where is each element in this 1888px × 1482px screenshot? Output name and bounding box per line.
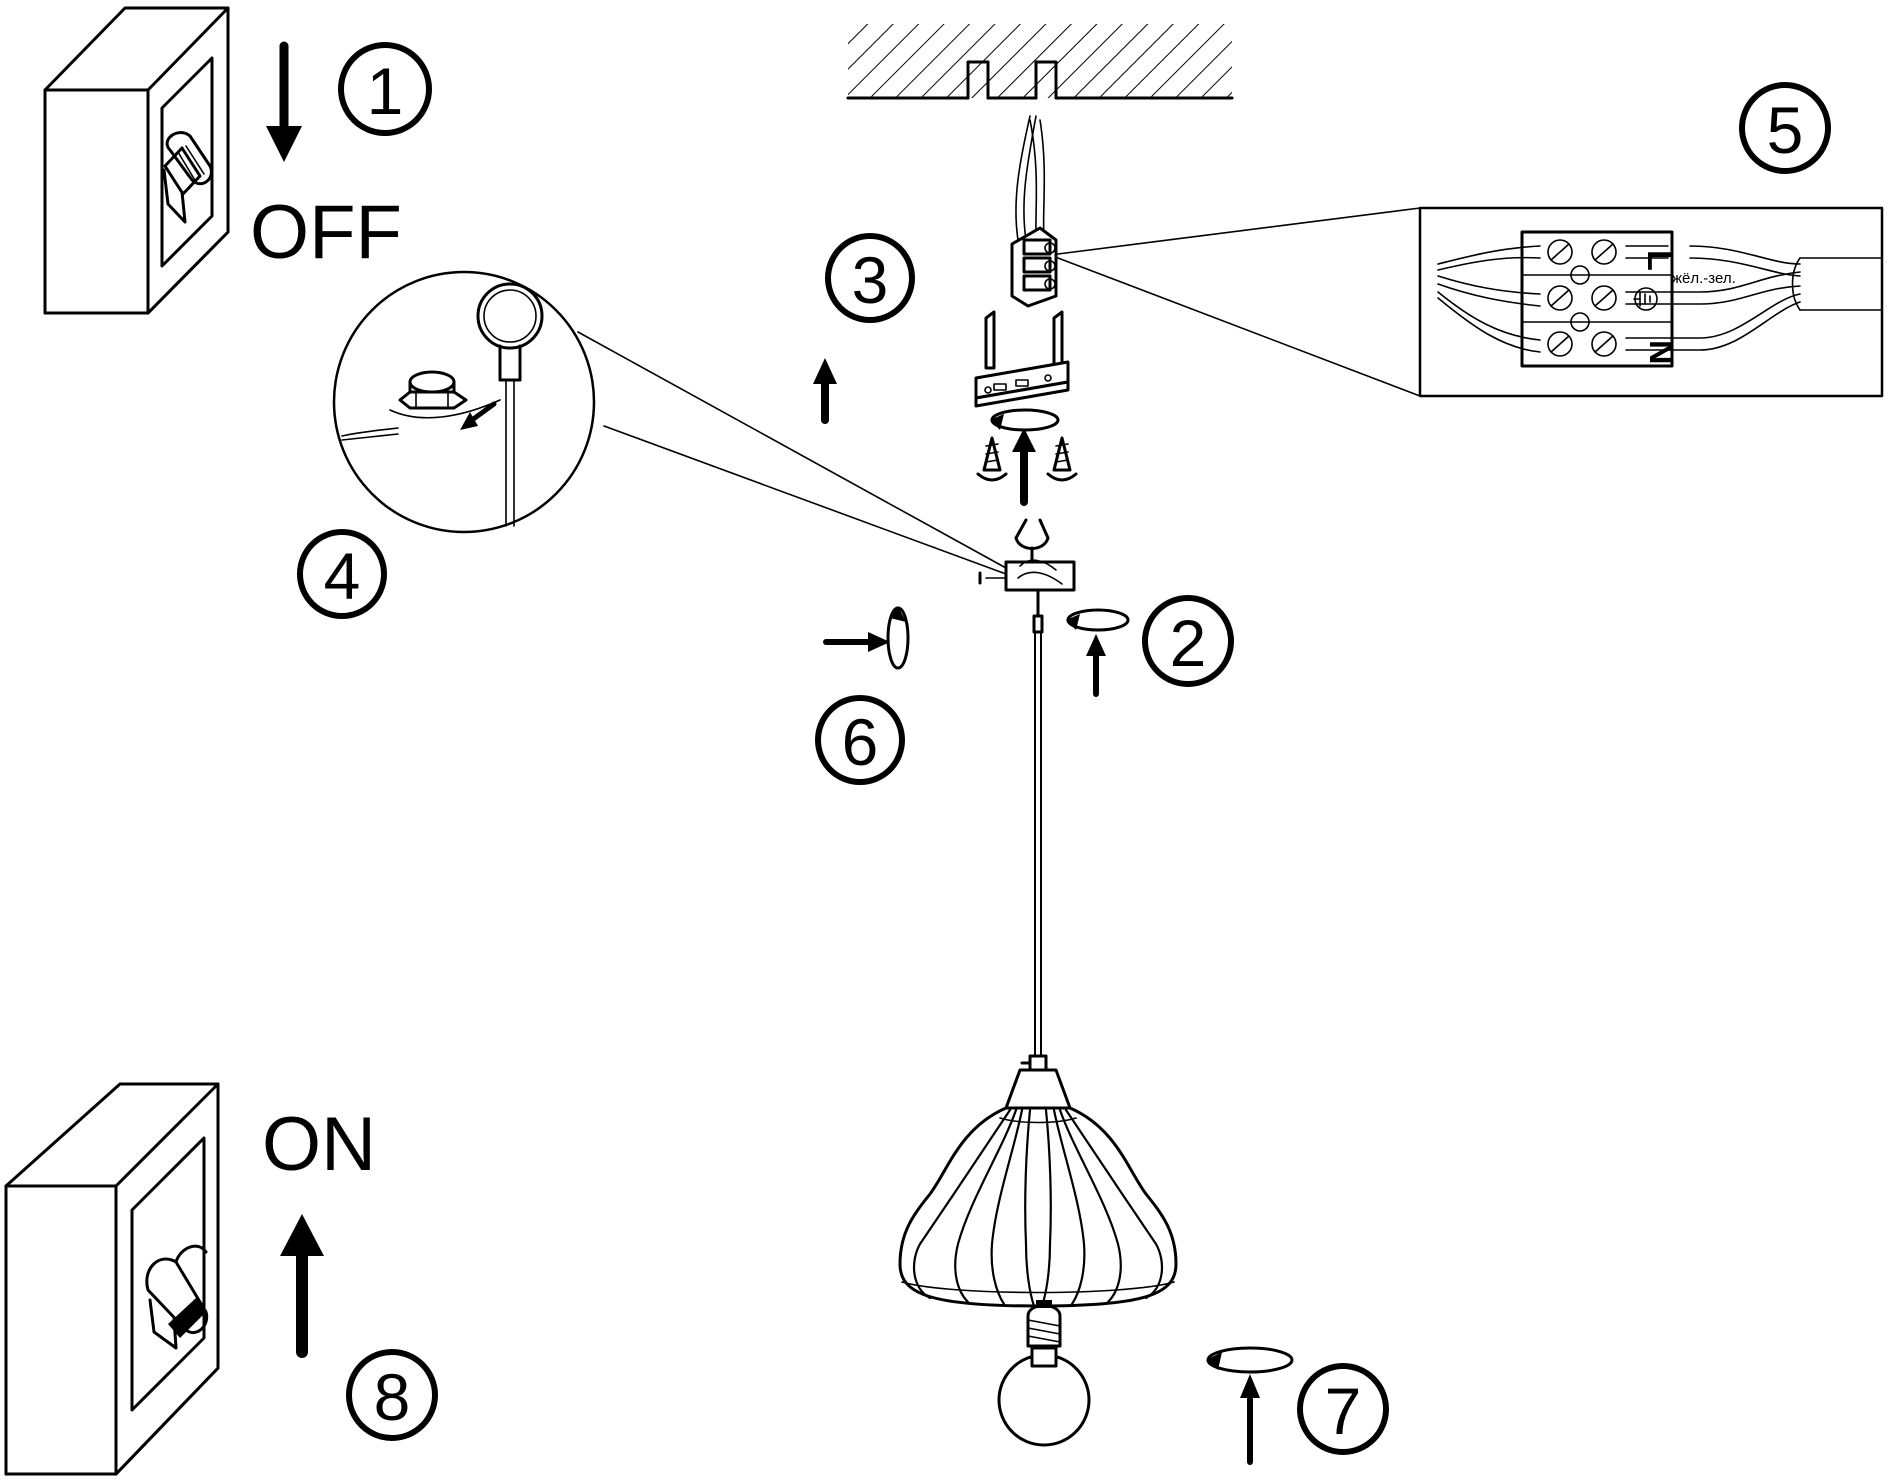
canopy-icon (978, 518, 1076, 634)
up-arrow-icon (1012, 428, 1036, 506)
terminal-label-n: N (1642, 340, 1680, 365)
up-arrow-icon (813, 358, 837, 424)
step-4-number: 4 (324, 539, 361, 613)
step-6-number: 6 (842, 705, 879, 779)
rotate-arrow-icon (1206, 1346, 1294, 1374)
down-arrow-icon (266, 41, 302, 162)
ground-wire-label: жёл.-зел. (1672, 270, 1736, 287)
ceiling-wires-icon (1015, 115, 1046, 241)
up-arrow-icon (280, 1214, 324, 1358)
lamp-shade-icon (898, 1054, 1178, 1308)
rotate-arrow-icon (886, 606, 910, 670)
right-arrow-icon (823, 632, 890, 652)
mounting-bar-icon (974, 310, 1070, 408)
up-arrow-icon (1086, 634, 1106, 697)
step-1-badge: 1 (338, 42, 432, 136)
step-8-badge: 8 (346, 1349, 438, 1441)
step-3-badge: 3 (825, 233, 915, 323)
step-5-number: 5 (1767, 93, 1804, 167)
step-2-badge: 2 (1142, 595, 1234, 687)
terminal-block-icon (1010, 226, 1058, 308)
terminal-label-l: L (1640, 250, 1678, 271)
terminal-detail-box: L N жёл.-зел. (1418, 206, 1884, 398)
on-label: ON (262, 1102, 376, 1187)
step-1-number: 1 (367, 54, 404, 128)
step-2-number: 2 (1170, 606, 1207, 680)
step-6-badge: 6 (815, 695, 905, 785)
screw-icon (976, 436, 1008, 482)
switch-on-icon (4, 1082, 220, 1476)
up-arrow-icon (1240, 1374, 1260, 1465)
rotate-arrow-icon (1066, 608, 1130, 632)
ground-icon (1633, 287, 1658, 311)
magnifier-callout-icon (332, 270, 596, 534)
rotate-arrow-icon (990, 408, 1060, 432)
screw-icon (1046, 436, 1078, 482)
step-4-badge: 4 (297, 529, 387, 619)
step-7-badge: 7 (1297, 1363, 1389, 1455)
light-bulb-icon (997, 1300, 1091, 1447)
step-8-number: 8 (374, 1360, 411, 1434)
step-5-badge: 5 (1739, 82, 1831, 174)
step-7-number: 7 (1325, 1374, 1362, 1448)
ceiling-icon (846, 24, 1234, 100)
switch-off-icon (43, 6, 230, 315)
step-3-number: 3 (852, 243, 889, 317)
off-label: OFF (250, 190, 402, 275)
